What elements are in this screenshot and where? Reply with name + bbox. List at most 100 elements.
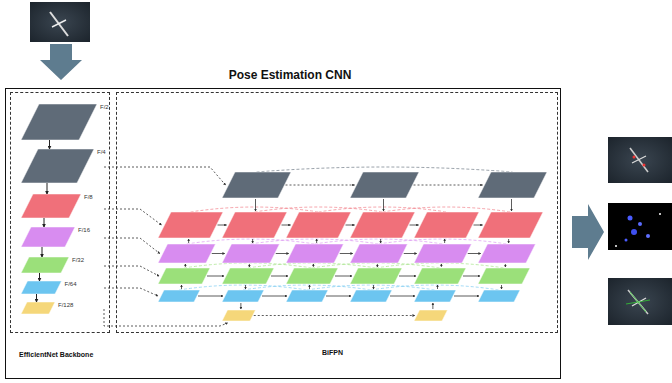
flow-arrow [316,239,317,243]
output-image [608,278,672,325]
diagram-title: Pose Estimation CNN [229,68,352,82]
flow-arrow [282,225,291,226]
feature-map: F/2 [21,104,110,140]
feature-plane [350,268,402,284]
flow-arrow [262,296,287,297]
flow-arrow [255,199,256,211]
scale-label: F/128 [58,302,73,308]
flow-arrow [463,276,480,277]
flow-arrow [511,199,512,211]
input-arrow [40,44,82,80]
scale-label: F/2 [100,104,109,110]
flow-arrow [404,253,417,254]
feature-plane [222,290,264,302]
flow-arrow [444,239,445,243]
flow-arrow [340,253,353,254]
flow-arrow [245,285,246,289]
feature-map: F/128 [21,302,74,314]
flow-arrow [390,296,415,297]
downsample-arrow [39,273,40,281]
flow-arrow [249,264,250,267]
skip-link [376,263,504,268]
flow-arrow [468,253,481,254]
bifpn-box: BiFPN [116,92,558,333]
lateral-link [104,209,162,225]
flow-arrow [276,253,289,254]
feature-plane [222,310,256,321]
backbone-box: EfficientNet BackboneF/2F/4F/8F/16F/32F/… [10,92,110,333]
feature-plane [158,244,216,263]
lateral-link [104,288,158,296]
downsample-arrow [47,183,48,194]
flow-arrow [437,285,438,289]
flow-arrow [377,264,378,267]
feature-plane [350,212,415,238]
flow-arrow [454,296,479,297]
feature-map: F/32 [21,257,85,273]
lateral-link [104,309,228,326]
output-image [608,137,672,183]
feature-plane [222,268,274,284]
feature-plane [158,212,223,238]
flow-arrow [188,239,189,243]
flow-arrow [410,225,419,226]
flow-arrow [185,264,186,267]
feature-plane [478,172,547,198]
bifpn-layers [158,167,547,321]
feature-map: F/8 [21,194,94,218]
flow-arrow [309,285,310,289]
skip-link [257,167,513,172]
feature-plane [350,244,408,263]
feature-plane [286,212,351,238]
flow-arrow [207,276,224,277]
feature-map: F/64 [21,281,78,294]
flow-arrow [240,303,241,309]
feature-plane [478,244,536,263]
downsample-arrow [42,247,43,257]
skip-link [371,285,499,290]
feature-plane [414,310,448,321]
flow-arrow [399,276,416,277]
plane-shape [21,149,94,183]
flow-arrow [252,239,253,243]
lateral-links [104,167,228,326]
feature-plane [286,244,344,263]
flow-arrow [383,199,384,211]
flow-arrow [508,239,509,243]
plane-shape [21,257,69,273]
scale-label: F/64 [65,281,77,287]
flow-arrow [271,276,288,277]
flow-arrow [505,264,506,267]
feature-plane [478,212,543,238]
feature-plane [286,268,338,284]
flow-arrow [501,285,502,289]
skip-link [379,239,507,244]
scale-label: F/16 [78,227,90,233]
feature-plane [414,268,466,284]
output-arrow [572,204,604,260]
downsample-arrow [49,140,50,149]
feature-plane [222,212,287,238]
feature-plane [222,244,280,263]
feature-plane [350,172,419,198]
flow-arrow [212,253,225,254]
section-label: EfficientNet Backbone [19,351,93,358]
input-image [30,2,90,42]
flow-arrow [346,225,355,226]
flow-arrow [313,264,314,267]
lateral-link [104,266,159,276]
plane-shape [21,227,75,247]
flow-arrow [181,285,182,289]
flow-arrow [474,225,483,226]
plane-shape [21,281,62,294]
feature-plane [414,212,479,238]
heatmap-image [608,203,672,250]
skip-link [383,207,511,212]
flow-arrow [335,276,352,277]
feature-plane [158,290,200,302]
cnn-box [6,89,561,379]
flow-arrow [380,239,381,243]
flow-arrow [198,296,223,297]
scale-label: F/8 [84,194,93,200]
